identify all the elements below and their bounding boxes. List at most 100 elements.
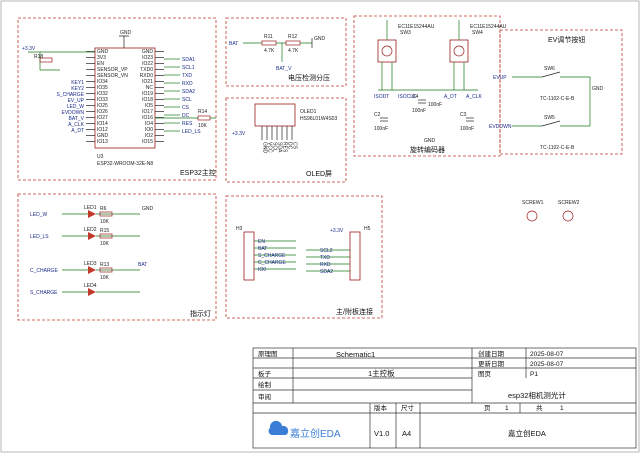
esp32-left-pins: GND3V3ENSENSOR_VPSENSOR_VNIO34IO35IO32IO…: [86, 49, 128, 145]
led-diode-icon: [88, 210, 96, 218]
esp32-right-pin: IO22: [142, 61, 153, 67]
h3-ref: H3: [236, 226, 243, 232]
conn-right-net: RXD: [320, 262, 331, 268]
tb-title-value: esp32相机测光计: [508, 390, 566, 400]
oled-ref: OLED1: [300, 109, 317, 115]
led-ref: LED2: [84, 227, 97, 233]
oled-section-title: OLED屏: [306, 170, 332, 178]
led-diode-icon: [88, 266, 96, 274]
esp32-chip: [94, 47, 156, 149]
led-net: C_CHARGE: [30, 268, 58, 274]
encoder-net: A_CLK: [466, 94, 483, 100]
oled-pin-label: GND: [262, 142, 268, 154]
esp32-left-net: EVDOWN: [62, 110, 85, 116]
esp32-left-net: KEY1: [71, 80, 84, 86]
r18-resistor: [39, 57, 53, 63]
ev-section-box: [499, 29, 623, 155]
sw4-part: EC11E15244AU: [470, 24, 507, 30]
tb-review-label: 审阅: [258, 392, 271, 401]
ev-gnd-label: GND: [592, 86, 604, 92]
esp32-left-pin: IO25: [97, 103, 108, 109]
sw3-knob: [381, 45, 393, 57]
encoder-net: ISOCLK: [398, 94, 417, 100]
sw6-ref: SW6: [544, 66, 555, 72]
tb-total-value: 1: [560, 405, 564, 412]
esp32-left-net: LED_W: [67, 104, 85, 110]
led-net: LED_W: [30, 212, 48, 218]
led-resistor-value: 10K: [100, 275, 110, 281]
sw4-knob: [453, 45, 465, 57]
screw1-symbol: [526, 210, 538, 222]
tb-created-value: 2025-08-07: [530, 351, 564, 358]
esp32-right-pins: GNDIO23IO22TXD0RXD0IO21NCIO19IO18IO5IO17…: [140, 49, 164, 145]
encoder-cap-ref: C4: [412, 94, 419, 100]
encoder-wires: [378, 20, 478, 91]
ev-up-net: EVUP: [493, 75, 507, 81]
oled-power-net: +3.3V: [232, 131, 246, 137]
led-gnd-label: GND: [142, 206, 154, 212]
led-ref: LED4: [84, 283, 97, 289]
tb-schematic-value: Schematic1: [336, 350, 375, 359]
sw5-ref: SW5: [544, 115, 555, 121]
led-resistor-value: 10K: [100, 241, 110, 247]
encoder-cap-value: 100nF: [374, 126, 388, 132]
conn-section-title: 主/附板连接: [336, 307, 373, 316]
esp32-left-pin: IO26: [97, 109, 108, 115]
esp32-right-pin: IO16: [142, 115, 153, 121]
ev-section-title: EV调节按钮: [548, 35, 585, 44]
vd-gnd-label: GND: [314, 36, 326, 42]
screw1-label: SCREW1: [522, 200, 544, 206]
esp32-right-net: SCL: [182, 97, 192, 103]
led-resistor-value: 10K: [100, 219, 110, 225]
led-resistor-ref: R6: [100, 206, 107, 212]
sw4-ref: SW4: [472, 30, 483, 36]
esp32-left-net: A_DT: [71, 128, 84, 134]
conn-power-net: +3.3V: [330, 228, 344, 234]
screw2-label: SCREW2: [558, 200, 580, 206]
esp32-right-pin: IO2: [145, 133, 153, 139]
esp32-left-pin: IO12: [97, 127, 108, 133]
esp32-right-pin: IO21: [142, 79, 153, 85]
led-resistor: [99, 233, 113, 239]
esp32-right-pin: IO17: [142, 109, 153, 115]
tb-updated-value: 2025-08-07: [530, 361, 564, 368]
encoder-section-box: [353, 15, 501, 157]
r11-value: 4.7K: [264, 48, 275, 54]
led-diode-icon: [88, 232, 96, 240]
tb-of-label: 共: [536, 403, 543, 412]
tb-version-label: 版本: [374, 403, 388, 412]
encoder-cap-ref: C3: [460, 112, 467, 118]
esp32-left-net: BAT_V: [69, 116, 85, 122]
screw2-symbol: [562, 210, 574, 222]
r11-label: R11: [264, 34, 273, 40]
oled-pin-label: DC: [287, 142, 293, 150]
sw3-part: EC11E15244AU: [398, 24, 435, 30]
r14-resistor: [197, 115, 211, 121]
conn-section-box: [225, 195, 383, 319]
r14-value: 10K: [198, 123, 208, 129]
jlc-logo-icon: 嘉立创EDA: [268, 420, 341, 440]
encoder-section-title: 旋转编码器: [410, 145, 445, 154]
h5-ref: H5: [364, 226, 371, 232]
oled-pin-label: RES: [282, 142, 288, 153]
tb-updated-label: 更新日期: [478, 359, 505, 368]
encoder-cap-ref: C2: [374, 112, 381, 118]
esp32-left-pin: IO13: [97, 139, 108, 145]
r18-label: R18: [34, 54, 43, 60]
tb-sheet-label: 图页: [478, 370, 492, 378]
mcu-gnd-label: GND: [120, 30, 132, 36]
esp32-left-net: EV_UP: [68, 98, 85, 104]
esp32-right-pin: TXD0: [140, 67, 153, 73]
tb-drawing-label: 原理图: [258, 350, 278, 358]
ev-part-1: TC-1102-C-E-B: [540, 96, 575, 102]
ev-down-net: EVDOWN: [489, 124, 512, 130]
r12-resistor: [285, 40, 301, 46]
led-diode-icon: [88, 288, 96, 296]
tb-board-value: 1主控板: [368, 368, 395, 378]
led-ref: LED1: [84, 205, 97, 211]
esp32-left-pin: IO14: [97, 121, 108, 127]
